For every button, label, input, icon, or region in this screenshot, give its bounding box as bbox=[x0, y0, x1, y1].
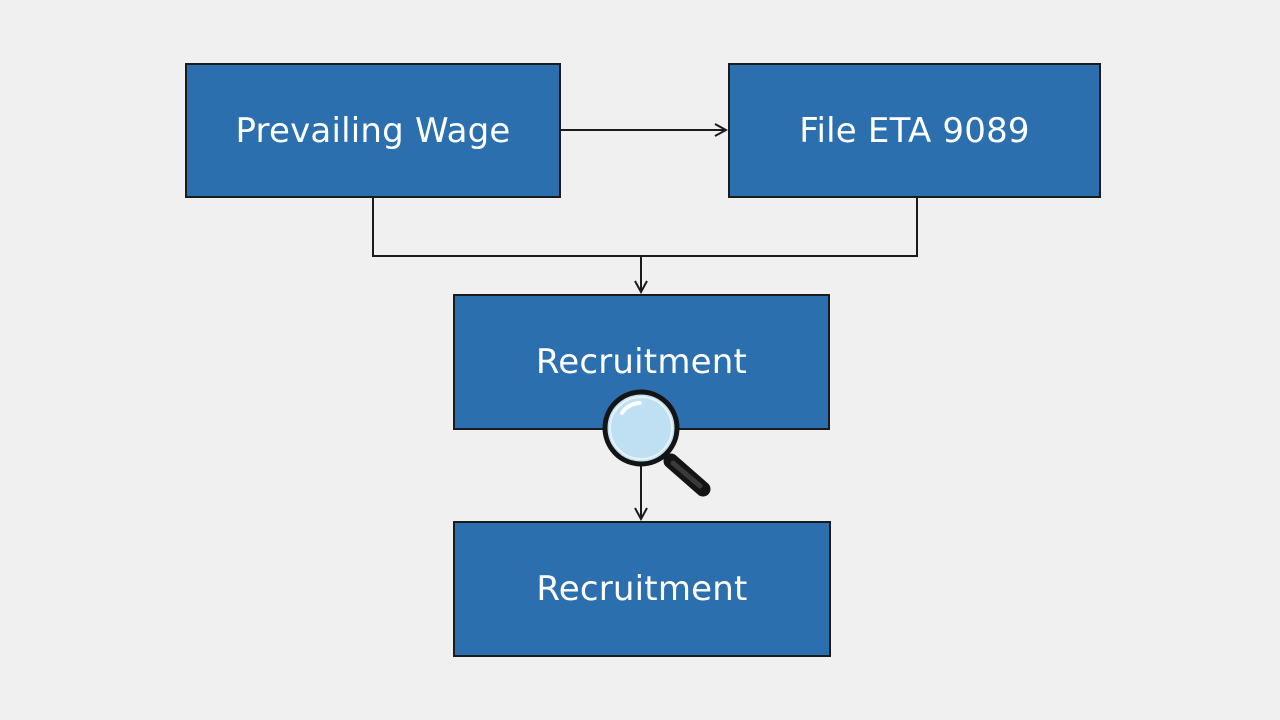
box-recruitment-1-label: Recruitment bbox=[535, 342, 748, 382]
box-file-eta-9089-label: File ETA 9089 bbox=[799, 110, 1030, 151]
box-file-eta-9089: File ETA 9089 bbox=[728, 63, 1101, 198]
box-prevailing-wage: Prevailing Wage bbox=[185, 63, 561, 198]
box-recruitment-2: Recruitment bbox=[453, 521, 831, 657]
box-prevailing-wage-label: Prevailing Wage bbox=[235, 110, 511, 151]
box-recruitment-2-label: Recruitment bbox=[536, 569, 748, 609]
box-recruitment-1: Recruitment bbox=[453, 294, 830, 430]
connector-join bbox=[372, 198, 918, 257]
